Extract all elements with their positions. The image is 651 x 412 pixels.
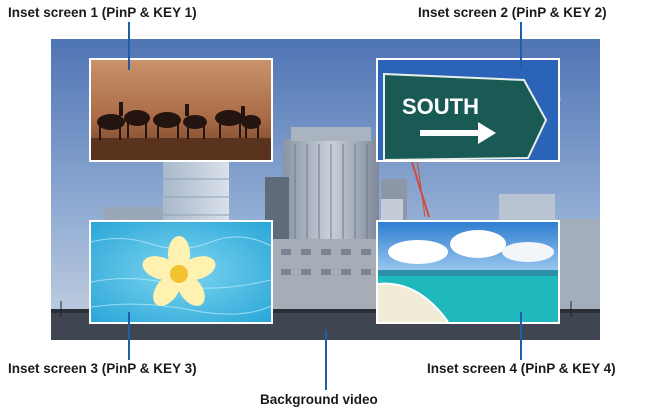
wildebeest-sunset-image <box>91 60 271 160</box>
inset-screen-1-leader <box>128 22 130 70</box>
background-video-label: Background video <box>260 392 378 407</box>
inset-screen-4-leader <box>520 312 522 360</box>
inset-screen-1 <box>89 58 273 162</box>
beach-image <box>378 222 558 322</box>
inset-screen-3-label: Inset screen 3 (PinP & KEY 3) <box>8 361 197 376</box>
inset-screen-3 <box>89 220 273 324</box>
inset-screen-1-label: Inset screen 1 (PinP & KEY 1) <box>8 5 197 20</box>
flower-water-image <box>91 222 271 322</box>
road-sign-image: SOUTH <box>378 60 558 160</box>
background-video-leader <box>325 330 327 390</box>
inset-screen-2: SOUTH <box>376 58 560 162</box>
inset-screen-2-leader <box>520 22 522 70</box>
sign-text: SOUTH <box>402 94 479 119</box>
inset-screen-4-label: Inset screen 4 (PinP & KEY 4) <box>427 361 616 376</box>
inset-screen-2-label: Inset screen 2 (PinP & KEY 2) <box>418 5 607 20</box>
inset-screen-4 <box>376 220 560 324</box>
inset-screen-3-leader <box>128 312 130 360</box>
